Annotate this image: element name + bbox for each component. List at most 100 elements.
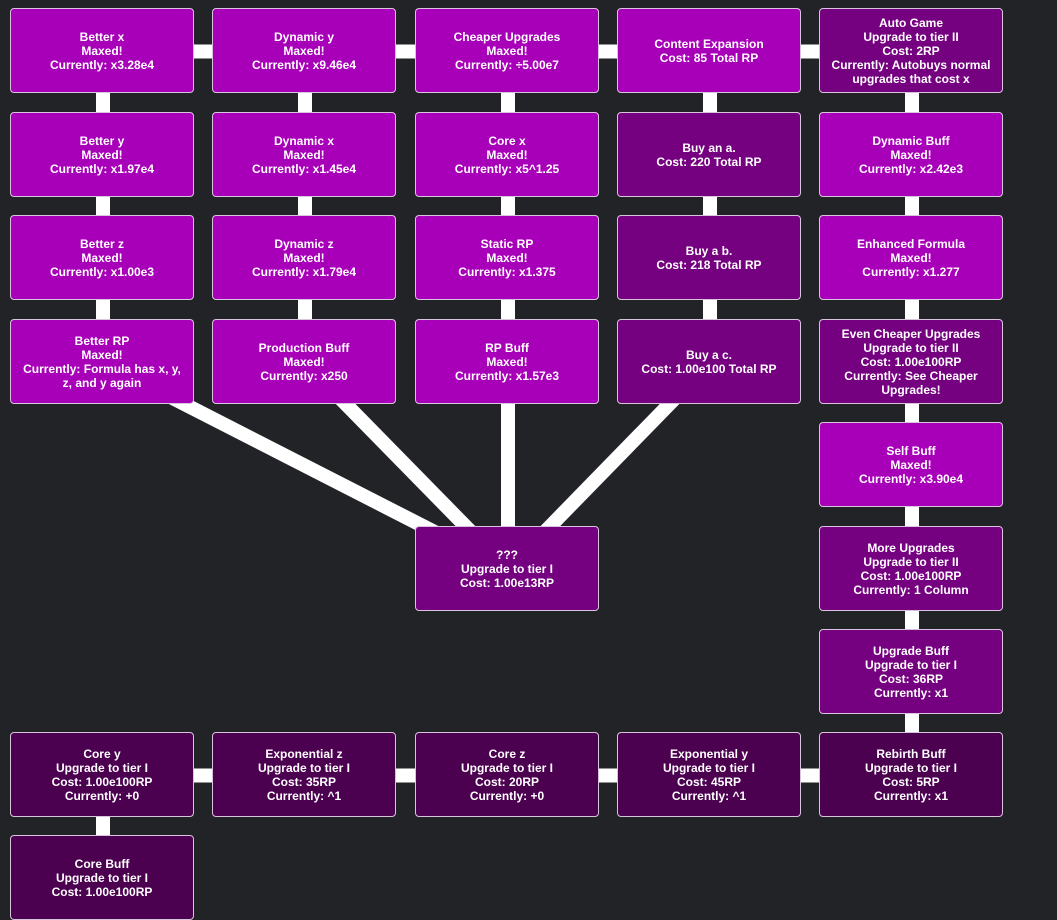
upgrade-title: Core Buff (74, 856, 130, 871)
upgrade-title: Exponential y (669, 746, 749, 761)
upgrade-detail: Currently: ÷5.00e7 (455, 57, 559, 72)
upgrade-detail: Currently: x1.00e3 (49, 264, 155, 279)
upgrade-detail: Cost: 1.00e100RP (860, 354, 962, 369)
upgrade-title: Cheaper Upgrades (453, 29, 561, 44)
upgrade-detail: Cost: 45RP (676, 774, 741, 789)
upgrade-detail: Currently: x1.79e4 (251, 264, 357, 279)
upgrade-title: Self Buff (886, 443, 936, 458)
upgrade-title: Upgrade Buff (873, 643, 949, 658)
upgrade-detail: Currently: x9.46e4 (251, 57, 357, 72)
upgrade-detail: Cost: 1.00e100RP (860, 568, 962, 583)
upgrade-title: Dynamic z (274, 236, 334, 251)
upgrade-detail: Currently: x1.57e3 (454, 368, 560, 383)
upgrade-title: More Upgrades (867, 540, 955, 555)
upgrade-detail: Cost: 2RP (882, 43, 940, 58)
upgrade-detail: Cost: 85 Total RP (659, 50, 759, 65)
upgrade-title: Dynamic x (273, 133, 335, 148)
upgrade-detail: Cost: 218 Total RP (656, 257, 762, 272)
upgrade-detail: Maxed! (81, 43, 123, 58)
upgrade-detail: Upgrade to tier I (864, 657, 957, 672)
upgrade-detail: Currently: x1 (873, 685, 949, 700)
upgrade-detail: Currently: x1.375 (458, 264, 556, 279)
upgrade-title: Dynamic y (273, 29, 335, 44)
upgrade-title: Buy a b. (685, 243, 733, 258)
upgrade-title: Rebirth Buff (876, 746, 946, 761)
upgrade-title: Static RP (480, 236, 534, 251)
upgrade-title: Better x (79, 29, 125, 44)
upgrade-title: Buy an a. (682, 140, 736, 155)
upgrade-detail: Currently: x1 (873, 788, 949, 803)
upgrade-buy-an-a[interactable]: Buy an a.Cost: 220 Total RP (617, 112, 801, 197)
upgrade-detail: Maxed! (890, 250, 932, 265)
upgrade-detail: Cost: 36RP (878, 671, 943, 686)
upgrade-title: RP Buff (485, 340, 529, 355)
upgrade-detail: Cost: 1.00e100RP (51, 774, 153, 789)
upgrade-detail: Maxed! (486, 147, 528, 162)
upgrade-detail: Maxed! (283, 250, 325, 265)
upgrade-detail: Currently: 1 Column (853, 582, 969, 597)
upgrade-detail: Currently: x3.28e4 (49, 57, 155, 72)
upgrade-title: Auto Game (878, 15, 943, 30)
upgrade-buy-a-c[interactable]: Buy a c.Cost: 1.00e100 Total RP (617, 319, 801, 404)
upgrade-detail: Currently: x1.277 (862, 264, 960, 279)
upgrade-detail: Currently: x1.97e4 (49, 161, 155, 176)
upgrade-detail: Currently: x5^1.25 (454, 161, 560, 176)
upgrade-detail: Cost: 1.00e100 Total RP (641, 361, 777, 376)
upgrade-detail: Currently: ^1 (671, 788, 747, 803)
upgrade-detail: Upgrade to tier I (662, 760, 755, 775)
upgrade-title: Even Cheaper Upgrades (841, 326, 981, 341)
upgrade-detail: Maxed! (283, 43, 325, 58)
upgrade-detail: Currently: ^1 (266, 788, 342, 803)
upgrade-detail: Maxed! (486, 250, 528, 265)
upgrade-title: Better y (79, 133, 125, 148)
upgrade-detail: Currently: x2.42e3 (858, 161, 964, 176)
upgrade-detail: Upgrade to tier I (460, 760, 553, 775)
upgrade-detail: Maxed! (486, 354, 528, 369)
upgrade-detail: Cost: 20RP (474, 774, 539, 789)
upgrade-detail: Maxed! (890, 457, 932, 472)
upgrade-title: Content Expansion (654, 36, 764, 51)
upgrade-detail: Upgrade to tier II (863, 340, 959, 355)
upgrade-buy-a-b[interactable]: Buy a b.Cost: 218 Total RP (617, 215, 801, 300)
upgrade-detail: Currently: Autobuys normal upgrades that… (831, 57, 991, 86)
upgrade-detail: Upgrade to tier I (460, 561, 553, 576)
upgrade-title: Buy a c. (685, 347, 733, 362)
upgrade-title: Core z (488, 746, 526, 761)
upgrade-detail: Currently: x1.45e4 (251, 161, 357, 176)
upgrade-title: Better RP (74, 333, 130, 348)
upgrade-detail: Upgrade to tier II (863, 554, 959, 569)
upgrade-detail: Currently: Formula has x, y, z, and y ag… (23, 361, 181, 390)
upgrade-title: Production Buff (258, 340, 350, 355)
upgrade-title: Exponential z (265, 746, 343, 761)
upgrade-detail: Upgrade to tier I (864, 760, 957, 775)
upgrade-title: ??? (496, 547, 518, 562)
